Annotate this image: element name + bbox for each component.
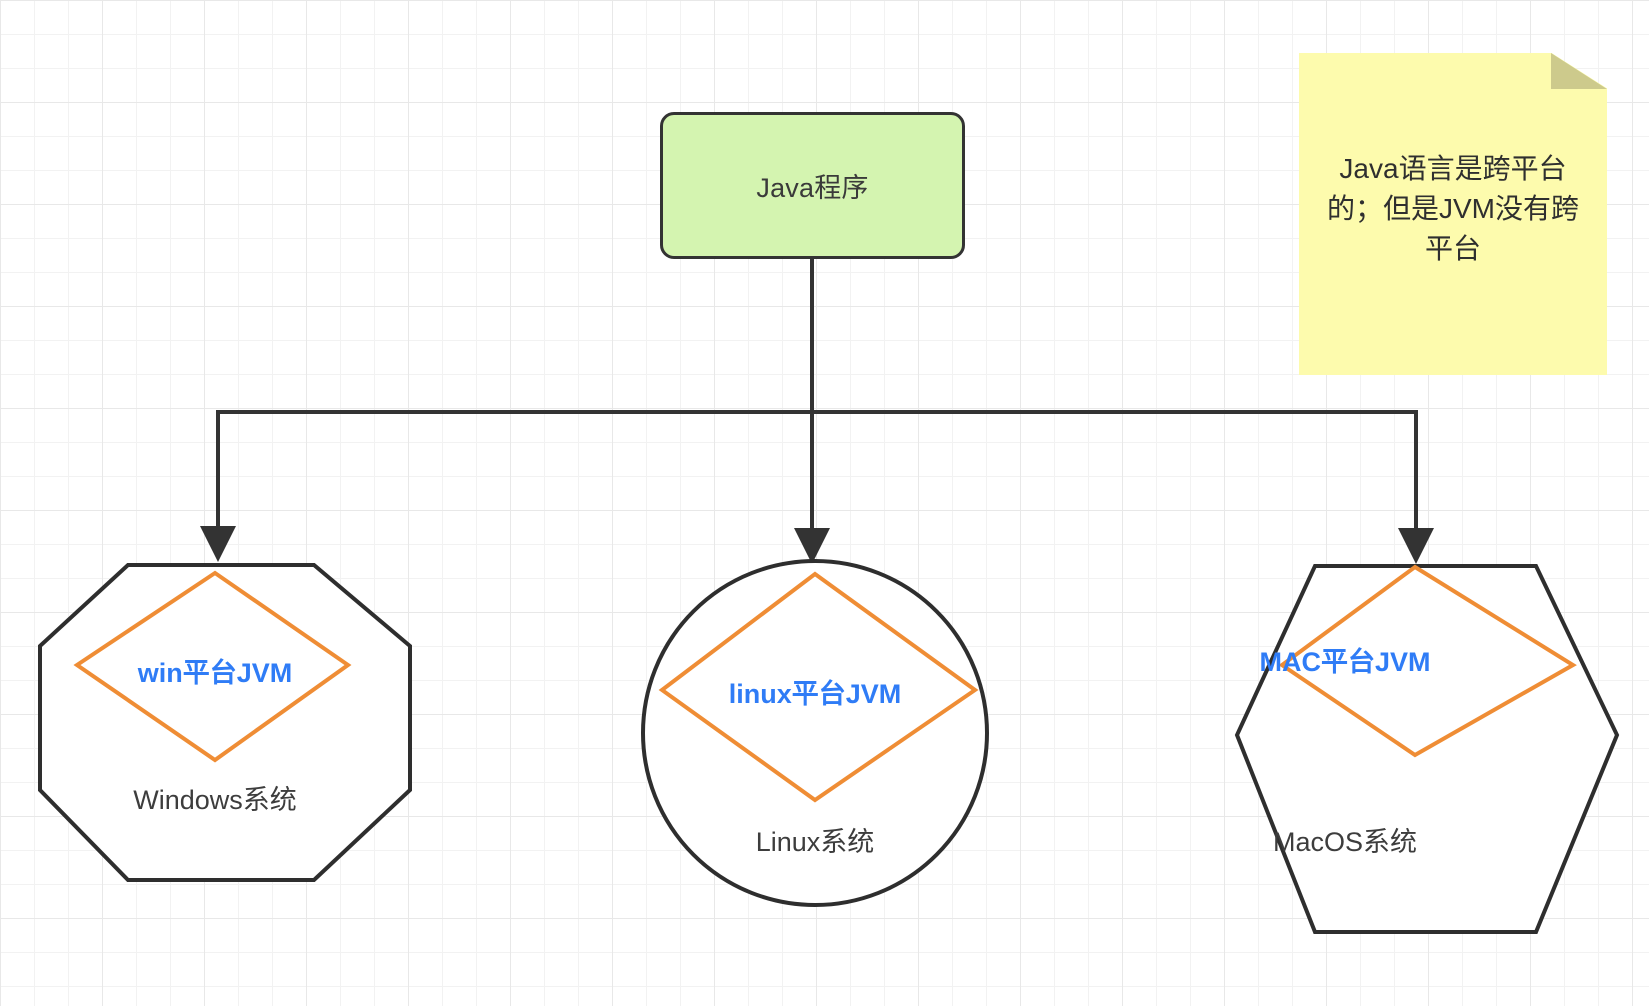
sticky-note[interactable]: Java语言是跨平台 的；但是JVM没有跨 平台 [1299,53,1607,375]
sticky-note-line: 平台 [1424,232,1481,264]
macos-jvm-label: MAC平台JVM [1259,647,1431,677]
sticky-note-line: Java语言是跨平台 [1339,153,1567,184]
linux-circle[interactable] [641,559,989,907]
windows-octagon[interactable] [38,563,412,882]
linux-jvm-diamond[interactable] [658,571,979,803]
windows-jvm-label: win平台JVM [137,658,293,688]
sticky-note-line: 的；但是JVM没有跨 [1326,192,1579,224]
connector-java-to-macos [812,410,1434,564]
windows-jvm-diamond[interactable] [73,570,352,763]
linux-os-label: Linux系统 [755,827,875,857]
connector-java-to-windows [200,410,812,562]
macos-os-label: MacOS系统 [1272,827,1418,857]
macos-jvm-diamond[interactable] [1278,564,1577,758]
sticky-note-body [1299,53,1607,375]
sticky-note-text: Java语言是跨平台 的；但是JVM没有跨 平台 [1311,149,1595,268]
linux-jvm-label: linux平台JVM [728,679,902,709]
java-program-node[interactable]: Java程序 [660,112,965,259]
java-program-label: Java程序 [756,173,869,203]
windows-os-label: Windows系统 [133,785,297,815]
